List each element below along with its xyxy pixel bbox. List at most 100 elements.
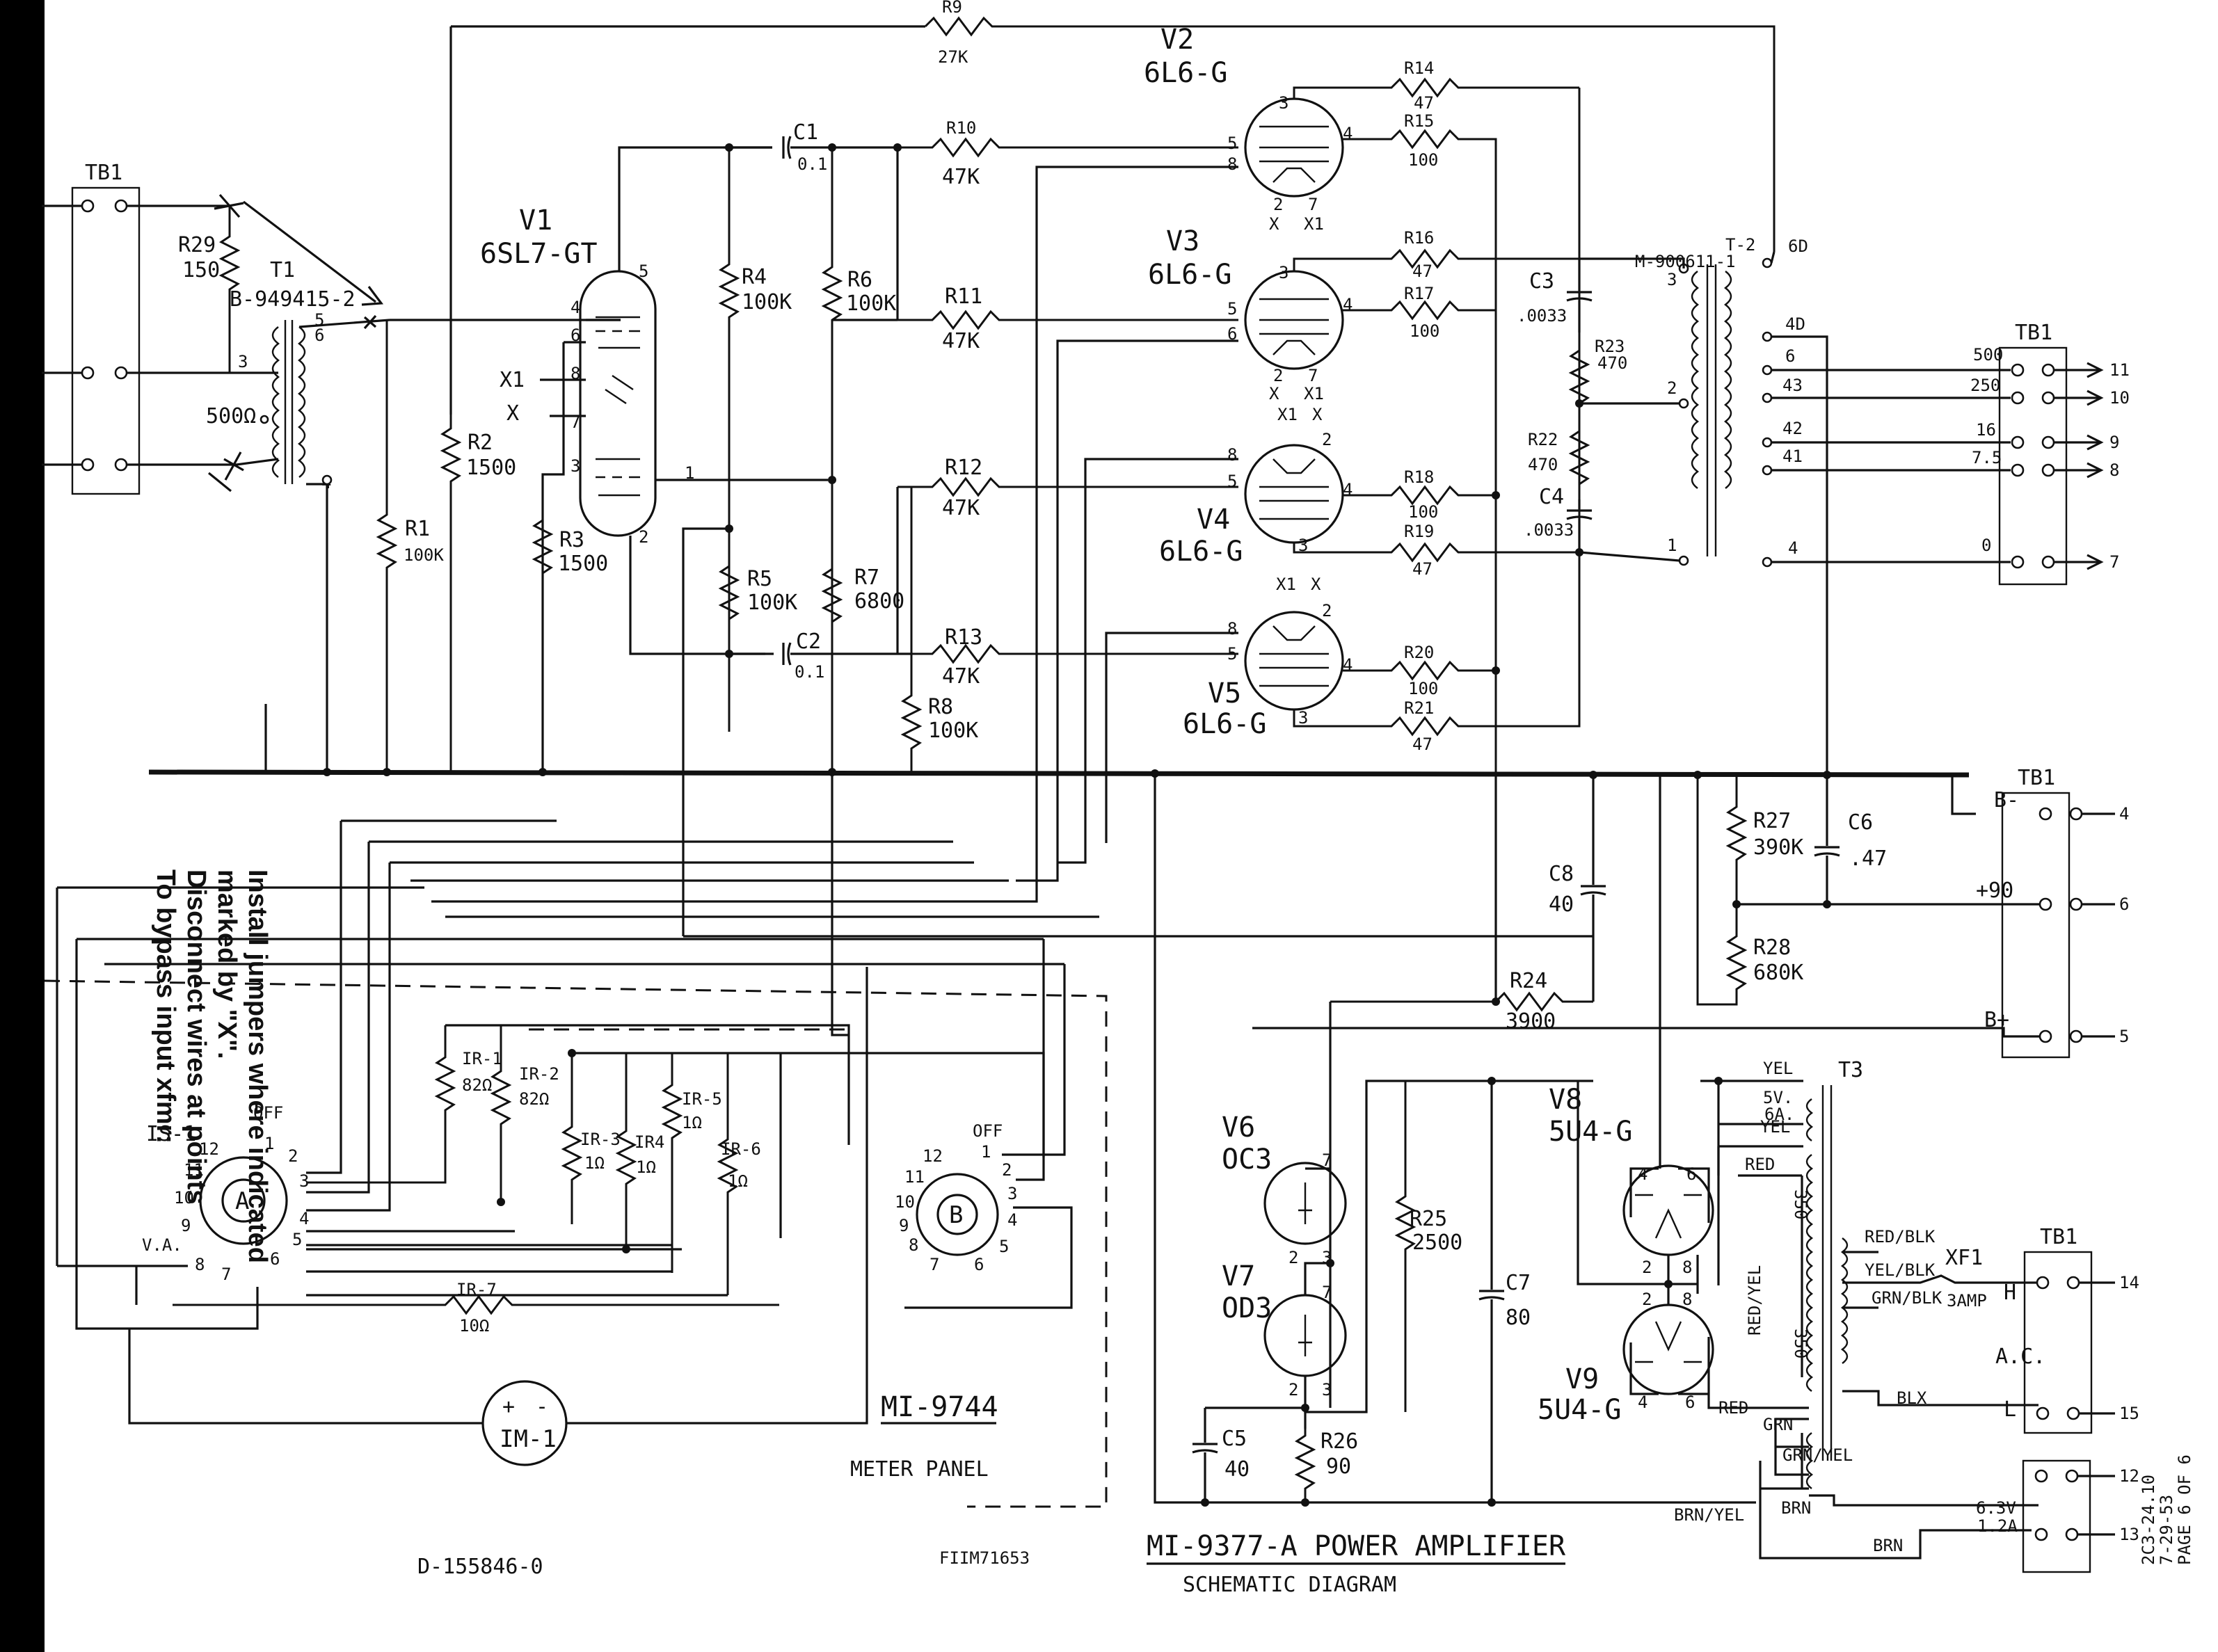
svg-text:6.3V: 6.3V (1976, 1498, 2016, 1518)
meter-panel-boundary (44, 979, 1108, 1508)
svg-text:8: 8 (1227, 445, 1237, 465)
svg-text:X: X (1269, 384, 1279, 403)
svg-text:T3: T3 (1838, 1058, 1863, 1082)
svg-text:4: 4 (2119, 804, 2129, 824)
svg-text:0.1: 0.1 (795, 662, 824, 682)
svg-text:R22: R22 (1528, 430, 1558, 449)
svg-text:6L6-G: 6L6-G (1148, 259, 1231, 291)
svg-text:X1: X1 (1304, 384, 1324, 403)
svg-text:V7: V7 (1222, 1260, 1255, 1292)
svg-text:1Ω: 1Ω (584, 1153, 605, 1173)
svg-text:C6: C6 (1848, 810, 1873, 835)
svg-text:R1: R1 (405, 517, 430, 541)
resistor-r13: R13 47K (911, 625, 1238, 689)
svg-text:R15: R15 (1404, 111, 1434, 131)
svg-text:R19: R19 (1404, 522, 1434, 541)
svg-text:5: 5 (999, 1237, 1009, 1256)
svg-text:8: 8 (1227, 154, 1237, 174)
svg-text:15: 15 (2119, 1404, 2139, 1423)
svg-text:11: 11 (904, 1167, 925, 1187)
fuse-xf1: XF1 3AMP (1945, 1246, 1987, 1310)
svg-text:390K: 390K (1753, 835, 1803, 860)
svg-text:100: 100 (1408, 502, 1438, 522)
tube-v1: V1 6SL7-GT 4 6 8 7 3 5 1 2 X1 X (480, 205, 694, 547)
svg-text:YEL/BLK: YEL/BLK (1865, 1260, 1936, 1280)
heater-terminal-board: 6.3V 1.2A 12 13 (1976, 1459, 2139, 1573)
svg-text:3: 3 (1279, 93, 1288, 113)
svg-text:5U4-G: 5U4-G (1549, 1116, 1632, 1148)
svg-text:R20: R20 (1404, 643, 1434, 662)
svg-text:6D: 6D (1788, 236, 1808, 256)
resistor-r3: R3 1500 (532, 474, 608, 772)
resistor-r15: R15 100 (1343, 111, 1497, 772)
svg-text:2500: 2500 (1412, 1230, 1462, 1255)
svg-text:TB1: TB1 (2018, 766, 2055, 790)
cut-mark-x3 (363, 314, 377, 330)
svg-text:10: 10 (895, 1192, 915, 1212)
svg-text:100: 100 (1408, 150, 1438, 170)
svg-text:R14: R14 (1404, 58, 1434, 78)
svg-text:90: 90 (1326, 1454, 1351, 1479)
svg-text:1: 1 (264, 1134, 274, 1153)
svg-text:4: 4 (299, 1209, 309, 1228)
bypass-note-line-1: To bypass input xfmr: (151, 869, 180, 1144)
svg-text:OFF: OFF (253, 1103, 283, 1123)
svg-text:R23: R23 (1595, 337, 1625, 356)
svg-text:X: X (1311, 575, 1321, 594)
svg-text:XF1: XF1 (1945, 1246, 1983, 1270)
svg-text:7.5: 7.5 (1972, 448, 2002, 467)
svg-text:0.1: 0.1 (797, 154, 827, 174)
svg-text:2: 2 (288, 1146, 298, 1166)
svg-text:PAGE 6 OF 6: PAGE 6 OF 6 (2175, 1454, 2194, 1565)
svg-text:IR-1: IR-1 (462, 1049, 502, 1068)
svg-text:41: 41 (1782, 447, 1803, 466)
svg-text:R5: R5 (747, 567, 772, 591)
svg-text:R25: R25 (1410, 1207, 1447, 1231)
svg-text:7: 7 (1308, 195, 1318, 214)
svg-text:100K: 100K (404, 545, 444, 565)
svg-text:7: 7 (930, 1255, 939, 1274)
svg-text:R21: R21 (1404, 698, 1434, 718)
svg-text:A: A (235, 1187, 249, 1215)
svg-text:5: 5 (1227, 472, 1237, 491)
drawing-number: D-155846-0 (417, 1555, 543, 1579)
svg-text:6: 6 (1227, 324, 1237, 344)
svg-text:47K: 47K (942, 165, 980, 189)
svg-text:V8: V8 (1549, 1084, 1582, 1116)
resistor-r19: R19 47 (1293, 522, 1579, 579)
resistor-r10: R10 47K (897, 118, 1238, 189)
svg-text:R2: R2 (468, 431, 493, 455)
svg-text:2: 2 (1642, 1290, 1652, 1309)
svg-text:2: 2 (1322, 430, 1332, 449)
svg-text:R9: R9 (942, 0, 962, 17)
svg-text:2: 2 (1322, 601, 1332, 620)
svg-text:47K: 47K (942, 329, 980, 353)
svg-text:RED/BLK: RED/BLK (1865, 1227, 1936, 1246)
supply-terminal-board: TB1 B- +90 B+ 4 6 5 (1976, 766, 2129, 1059)
svg-text:2C3-24.10: 2C3-24.10 (2139, 1475, 2158, 1565)
capacitor-c6: C6.47 (1814, 775, 1887, 904)
svg-text:V6: V6 (1222, 1112, 1255, 1144)
svg-text:4: 4 (1638, 1164, 1647, 1184)
svg-text:GRN/BLK: GRN/BLK (1872, 1288, 1942, 1308)
svg-text:6: 6 (1685, 1393, 1695, 1412)
svg-text:C5: C5 (1222, 1427, 1247, 1451)
svg-text:2: 2 (1273, 366, 1283, 385)
svg-text:47: 47 (1412, 559, 1433, 579)
svg-text:3: 3 (238, 352, 248, 371)
svg-text:7: 7 (1308, 366, 1318, 385)
svg-text:BRN: BRN (1873, 1536, 1903, 1555)
bypass-note: To bypass input xfmr: Disconnect wires a… (151, 869, 272, 1263)
bypass-note-line-2: Disconnect wires at points (182, 869, 211, 1204)
svg-text:R26: R26 (1321, 1429, 1358, 1454)
svg-text:GRN/YEL: GRN/YEL (1782, 1445, 1853, 1465)
transformer-t3: T3 YEL YEL 5V. 6A. RED RED/BLK YEL/BLK G… (1674, 1058, 1942, 1555)
svg-text:8: 8 (195, 1255, 205, 1274)
